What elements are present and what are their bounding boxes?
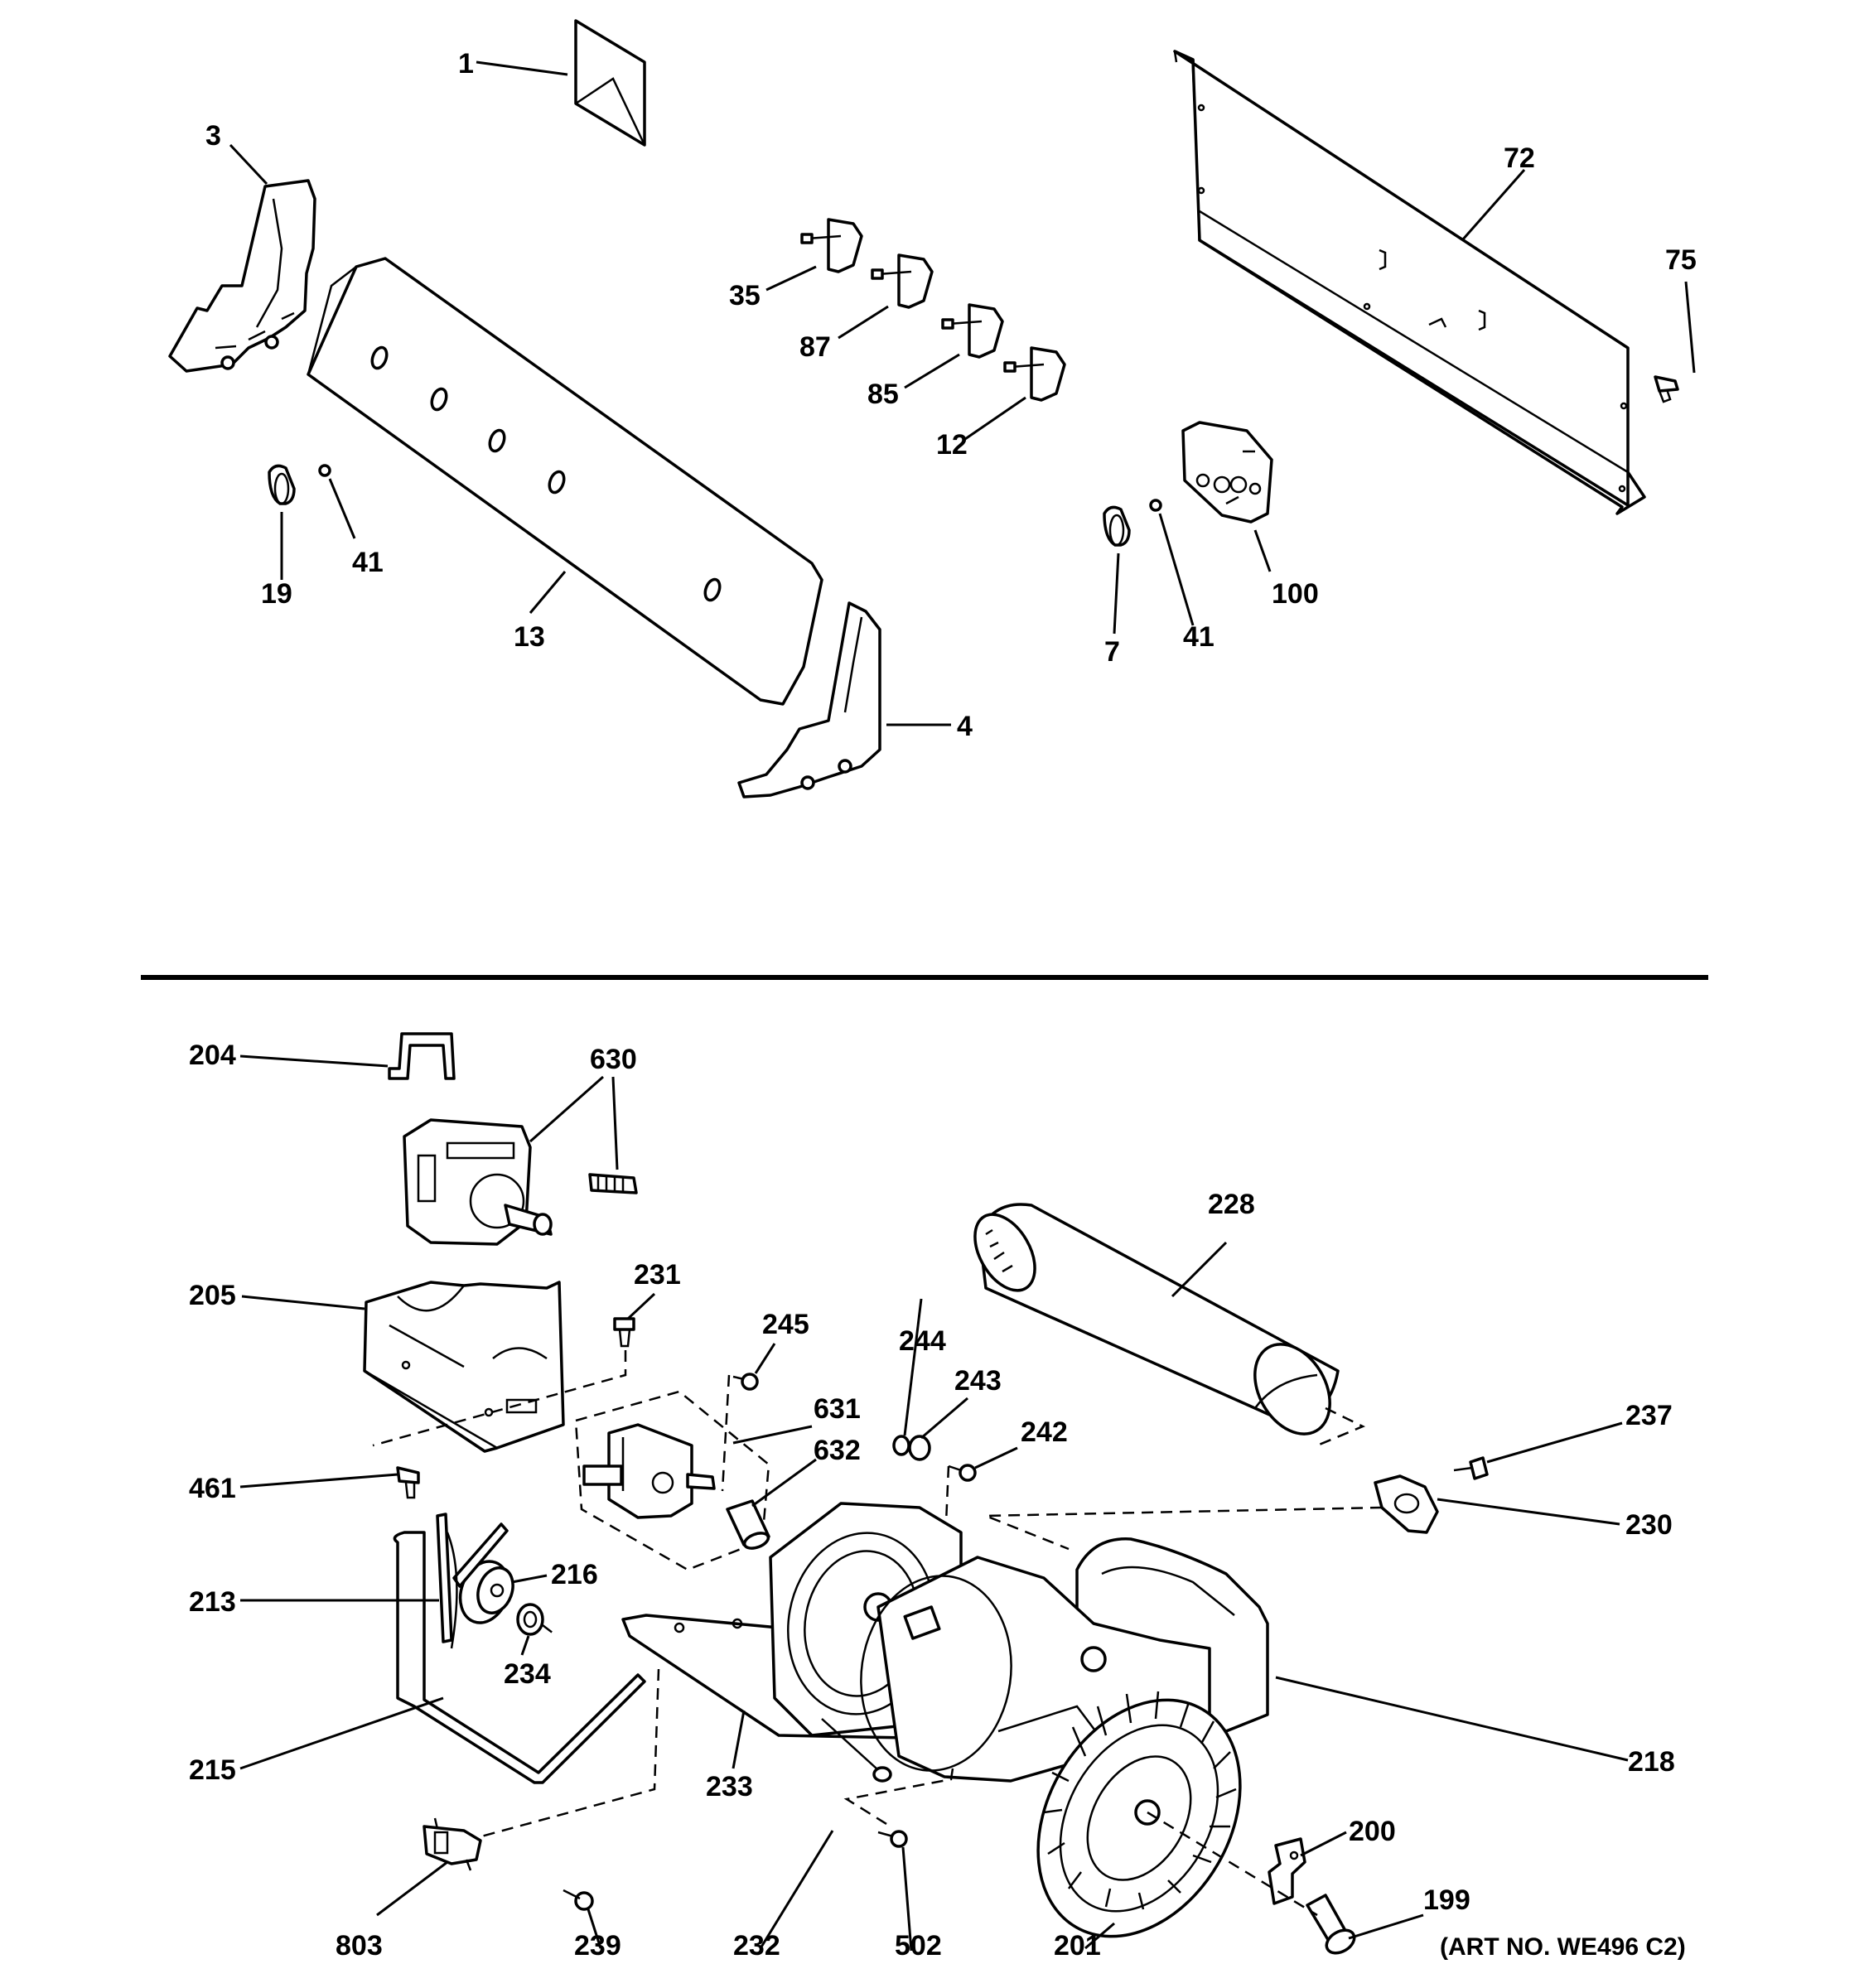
part-41-clip-left — [318, 464, 331, 477]
part-215-drive-belt — [393, 1531, 646, 1784]
label-part-205: 205 — [189, 1280, 236, 1311]
leader-lines-bottom — [239, 1054, 1629, 1952]
dashed-guide-803 — [471, 1668, 660, 1841]
part-232-rod — [821, 1718, 892, 1783]
part-85-switch — [941, 303, 1004, 359]
part-228-exhaust-tube — [973, 1203, 1340, 1436]
label-part-41-right: 41 — [1183, 621, 1214, 653]
part-632-bushing — [726, 1499, 770, 1550]
leader-lines-top — [229, 60, 1696, 726]
label-part-3: 3 — [205, 120, 221, 152]
label-part-237: 237 — [1625, 1400, 1673, 1431]
label-part-228: 228 — [1208, 1189, 1255, 1220]
label-part-13: 13 — [514, 621, 545, 653]
part-213-idler-arm — [436, 1513, 509, 1649]
label-part-7: 7 — [1104, 636, 1120, 668]
label-part-215: 215 — [189, 1754, 236, 1786]
label-part-239: 239 — [574, 1930, 621, 1961]
label-part-87: 87 — [799, 331, 831, 363]
dashed-guide-230 — [985, 1506, 1383, 1551]
label-part-19: 19 — [261, 578, 292, 610]
part-630-motor — [403, 1118, 553, 1246]
label-part-201: 201 — [1054, 1930, 1101, 1961]
label-part-233: 233 — [706, 1771, 753, 1802]
part-199-bolt — [1306, 1894, 1356, 1955]
part-7-knob — [1103, 505, 1131, 547]
label-part-245: 245 — [762, 1309, 809, 1340]
part-244-washer — [892, 1435, 910, 1456]
dashed-guide-231 — [372, 1350, 627, 1447]
part-19-knob — [268, 464, 296, 505]
part-242-screw — [948, 1464, 977, 1482]
part-630-connector — [588, 1173, 638, 1194]
part-1-literature — [574, 19, 646, 147]
label-part-231: 231 — [634, 1259, 681, 1291]
dashed-guide-245 — [721, 1374, 731, 1492]
part-234-bushing — [516, 1603, 544, 1636]
label-part-631: 631 — [814, 1393, 861, 1425]
label-part-502: 502 — [895, 1930, 942, 1961]
part-41-clip-right — [1149, 499, 1162, 512]
part-204-clip — [388, 1032, 456, 1080]
part-100-switch-assembly — [1181, 421, 1273, 524]
dashed-guide-234 — [542, 1624, 558, 1637]
label-part-216: 216 — [551, 1559, 598, 1590]
label-part-234: 234 — [504, 1658, 551, 1690]
dashed-guide-502 — [843, 1768, 954, 1828]
label-part-200: 200 — [1349, 1816, 1396, 1847]
label-part-803: 803 — [336, 1930, 383, 1961]
label-part-75: 75 — [1665, 244, 1697, 276]
label-part-204: 204 — [189, 1040, 236, 1071]
label-part-232: 232 — [733, 1930, 780, 1961]
label-part-4: 4 — [957, 711, 973, 742]
part-631-outline — [574, 1390, 770, 1571]
part-237-screw — [1453, 1456, 1489, 1480]
part-231-bolt — [613, 1317, 635, 1348]
part-502-screw — [877, 1830, 908, 1848]
part-12-switch — [1003, 346, 1066, 402]
part-72-backsplash — [1173, 50, 1646, 515]
part-35-switch — [800, 218, 863, 273]
label-part-1: 1 — [458, 48, 474, 80]
label-part-630: 630 — [590, 1044, 637, 1075]
label-part-632: 632 — [814, 1435, 861, 1466]
label-part-243: 243 — [954, 1365, 1002, 1397]
label-part-242: 242 — [1021, 1416, 1068, 1448]
label-part-244: 244 — [899, 1325, 946, 1357]
art-number: (ART NO. WE496 C2) — [1440, 1933, 1686, 1961]
label-part-461: 461 — [189, 1473, 236, 1504]
part-205-motor-bracket — [363, 1281, 565, 1453]
part-75-screw — [1654, 375, 1679, 403]
part-87-switch — [871, 253, 934, 309]
label-part-199: 199 — [1423, 1884, 1470, 1916]
part-200-bracket — [1268, 1837, 1306, 1905]
part-243-washer — [908, 1435, 931, 1461]
dashed-guide-199 — [1147, 1811, 1318, 1917]
part-4-endcap-right — [737, 601, 881, 799]
label-part-230: 230 — [1625, 1509, 1673, 1541]
label-part-100: 100 — [1272, 578, 1319, 610]
part-13-control-panel — [307, 257, 823, 706]
part-3-endcap-left — [168, 179, 316, 373]
part-216-pulley — [458, 1560, 514, 1624]
dashed-guide-228 — [1316, 1407, 1366, 1447]
part-230-thermostat — [1374, 1474, 1439, 1534]
label-part-218: 218 — [1628, 1746, 1675, 1778]
part-239-screw — [563, 1889, 594, 1911]
part-201-blower-wheel — [1036, 1691, 1242, 1938]
part-461-screw — [396, 1466, 420, 1499]
part-245-screw — [732, 1373, 759, 1391]
label-part-213: 213 — [189, 1586, 236, 1618]
label-part-35: 35 — [729, 280, 761, 311]
part-631-timer-motor — [582, 1423, 716, 1519]
part-803-door-switch — [423, 1817, 482, 1871]
label-part-85: 85 — [867, 379, 899, 410]
label-part-41-left: 41 — [352, 547, 384, 578]
label-part-72: 72 — [1504, 142, 1535, 174]
label-part-12: 12 — [936, 429, 968, 461]
